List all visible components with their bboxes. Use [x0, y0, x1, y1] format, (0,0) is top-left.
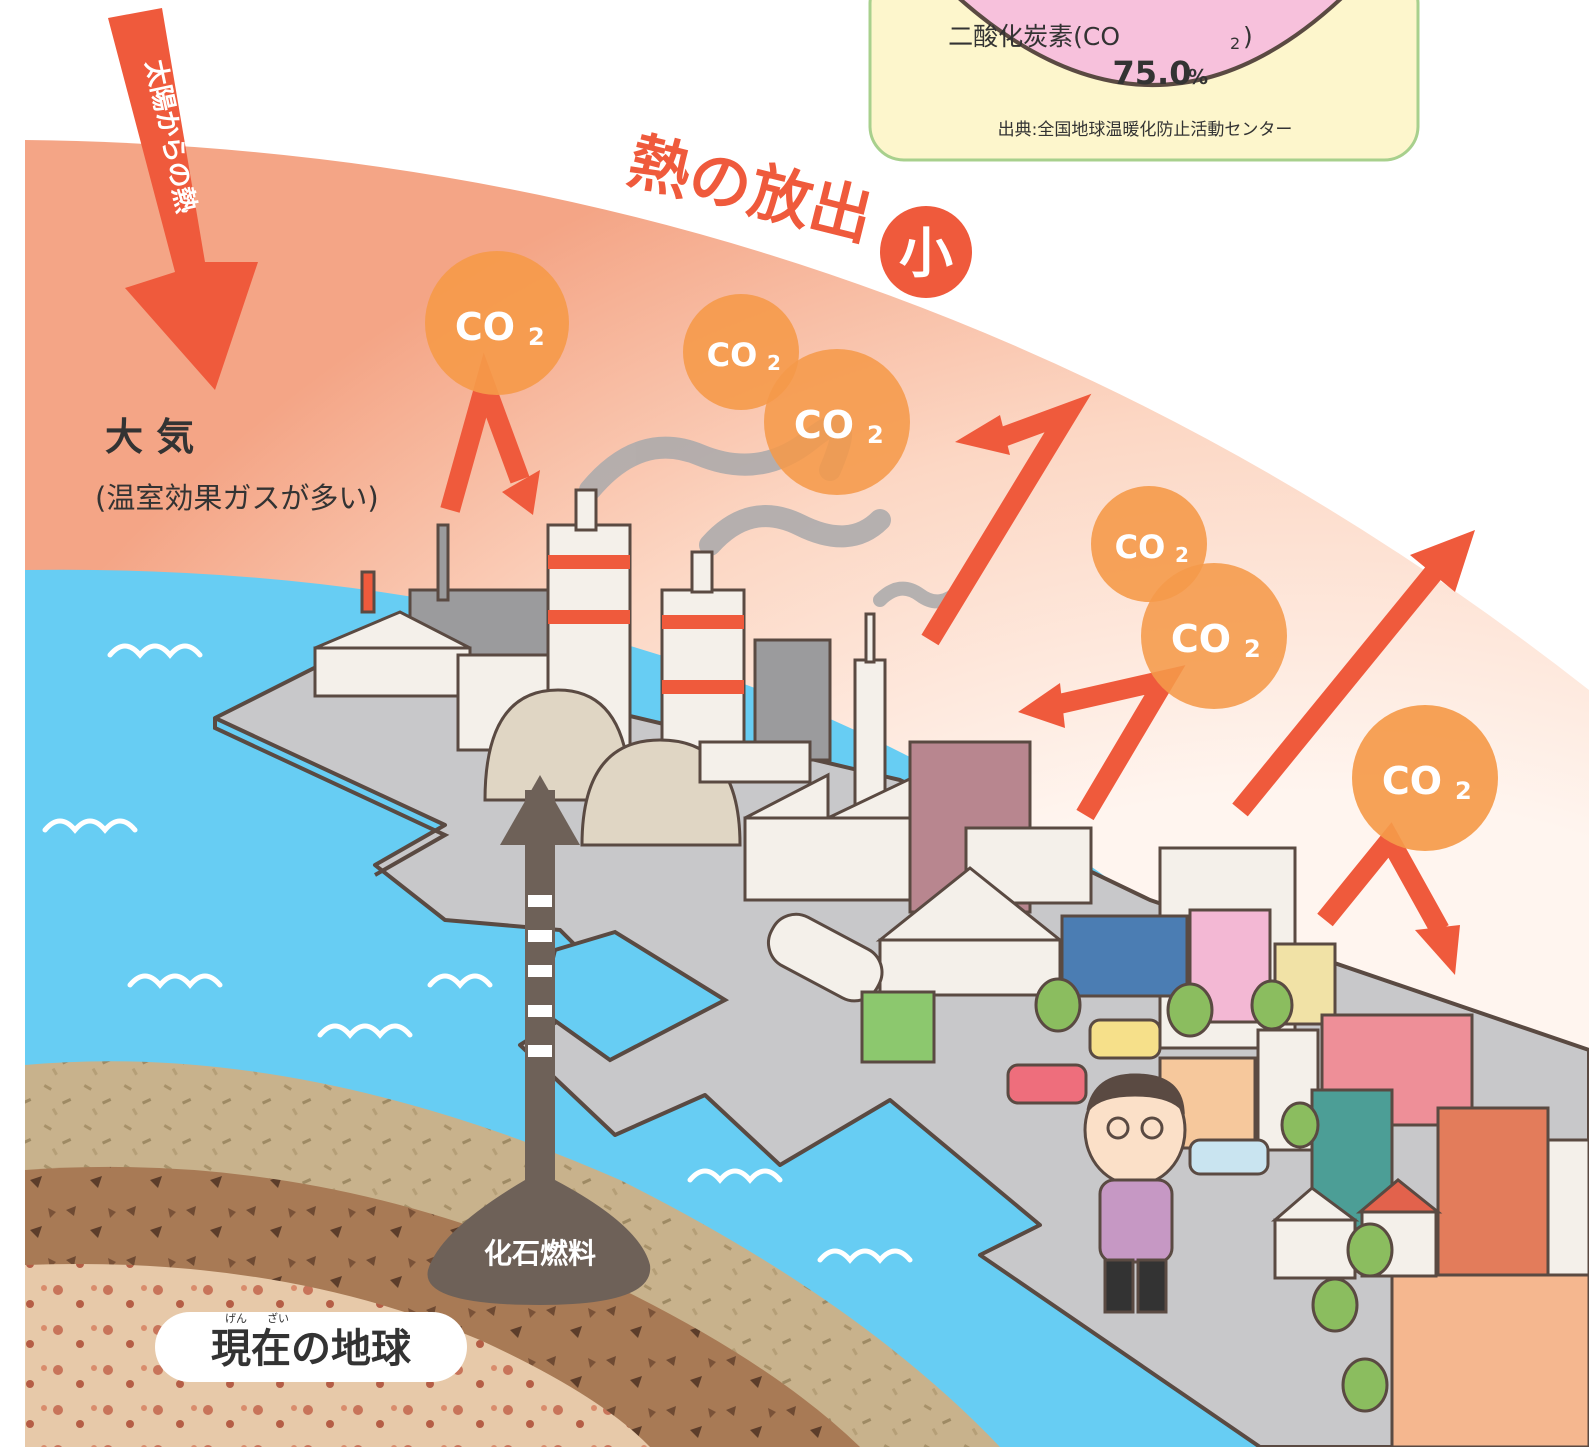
svg-text:小: 小	[899, 222, 953, 285]
earth-ruby-2: ざい	[267, 1311, 289, 1325]
atmosphere-note: (温室効果ガスが多い)	[95, 481, 379, 515]
co2-bubble: CO 2	[1352, 705, 1498, 851]
gas-label-close: )	[1243, 22, 1253, 51]
svg-text:CO: CO	[1171, 617, 1231, 661]
gas-value: 75.0	[1113, 54, 1192, 92]
gas-label: 二酸化炭素(CO	[948, 22, 1120, 51]
svg-text:2: 2	[1455, 777, 1472, 805]
earth-ruby-1: げん	[225, 1312, 247, 1325]
factory-complex	[313, 488, 1093, 997]
fossil-fuel-plume: 化石燃料	[427, 775, 651, 1305]
source-box: 二酸化炭素(CO 2 ) 75.0 % 出典:全国地球温暖化防止活動センター	[868, 0, 1420, 162]
co2-bubble: CO 2	[764, 349, 910, 495]
svg-text:2: 2	[867, 421, 884, 449]
heat-emission-badge: 小	[880, 206, 972, 298]
svg-text:2: 2	[528, 323, 545, 351]
atmosphere-label: 大 気	[105, 415, 194, 459]
trees	[1034, 977, 1394, 1413]
gas-unit: %	[1188, 65, 1208, 89]
earth-title-box: げん ざい 現在の地球	[155, 1311, 467, 1382]
svg-text:2: 2	[1244, 635, 1261, 663]
fossil-fuel-label: 化石燃料	[484, 1237, 596, 1270]
co2-bubble: CO 2	[1141, 563, 1287, 709]
gas-label-sub: 2	[1230, 34, 1240, 53]
co2-bubbles: CO 2 CO 2 CO 2 CO 2 CO 2 CO 2	[425, 251, 1498, 851]
svg-text:CO: CO	[1382, 759, 1442, 803]
svg-text:CO: CO	[707, 336, 758, 374]
svg-text:CO: CO	[455, 305, 515, 349]
svg-text:2: 2	[1175, 543, 1189, 567]
tanker-truck	[767, 912, 936, 1064]
waves	[42, 643, 913, 1264]
svg-text:CO: CO	[794, 403, 854, 447]
co2-bubble: CO 2	[425, 251, 569, 395]
sun-heat-arrow	[108, 8, 258, 390]
earth-title: 現在の地球	[211, 1326, 412, 1372]
source-credit: 出典:全国地球温暖化防止活動センター	[998, 120, 1293, 140]
svg-text:CO: CO	[1115, 528, 1166, 566]
co2-bubble: CO 2	[683, 294, 799, 410]
svg-text:2: 2	[767, 351, 781, 375]
arrowheads	[502, 415, 1475, 975]
worried-person	[1083, 1073, 1187, 1314]
cars	[1006, 1018, 1270, 1176]
